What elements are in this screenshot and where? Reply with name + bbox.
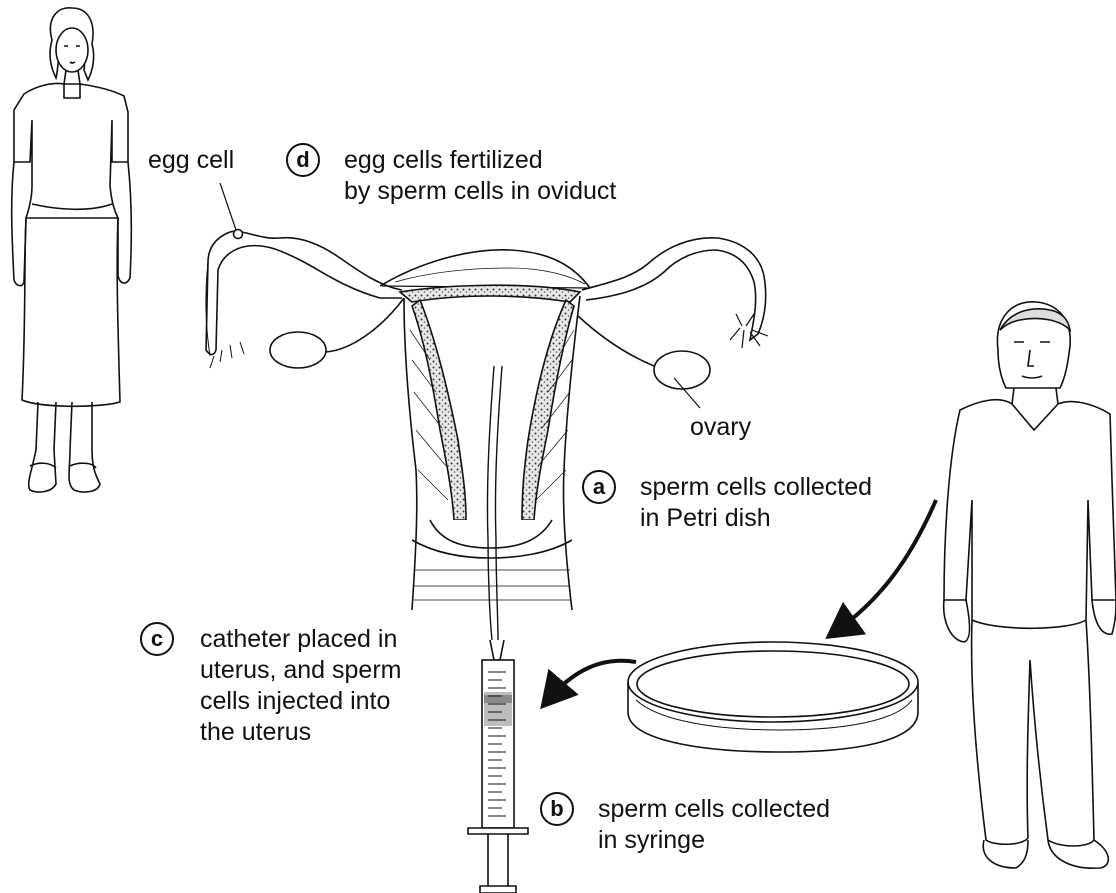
step-a-line-1: sperm cells collected (640, 472, 872, 503)
step-d-line-1: egg cells fertilized (344, 145, 543, 176)
egg-cell-leader (220, 183, 236, 230)
petri-dish-illustration (628, 642, 918, 752)
step-d-badge: d (286, 143, 320, 177)
step-a-badge: a (582, 470, 616, 504)
step-c-badge: c (140, 622, 174, 656)
step-c-line-2: uterus, and sperm (200, 655, 402, 686)
step-c-line-1: catheter placed in (200, 624, 397, 655)
uterus-illustration (206, 230, 768, 641)
man-to-dish-arrow (835, 500, 936, 632)
man-figure (944, 302, 1116, 868)
step-c-line-3: cells injected into (200, 686, 390, 717)
ovary-label: ovary (690, 412, 751, 443)
step-b-line-2: in syringe (598, 825, 705, 856)
step-d-line-2: by sperm cells in oviduct (344, 176, 616, 207)
dish-to-syringe-arrow (548, 661, 636, 700)
step-b-badge: b (540, 792, 574, 826)
woman-figure (12, 8, 132, 492)
syringe-illustration (468, 640, 528, 893)
step-a-line-2: in Petri dish (640, 503, 771, 534)
egg-cell-label: egg cell (148, 145, 234, 176)
step-c-line-4: the uterus (200, 717, 311, 748)
step-b-line-1: sperm cells collected (598, 794, 830, 825)
